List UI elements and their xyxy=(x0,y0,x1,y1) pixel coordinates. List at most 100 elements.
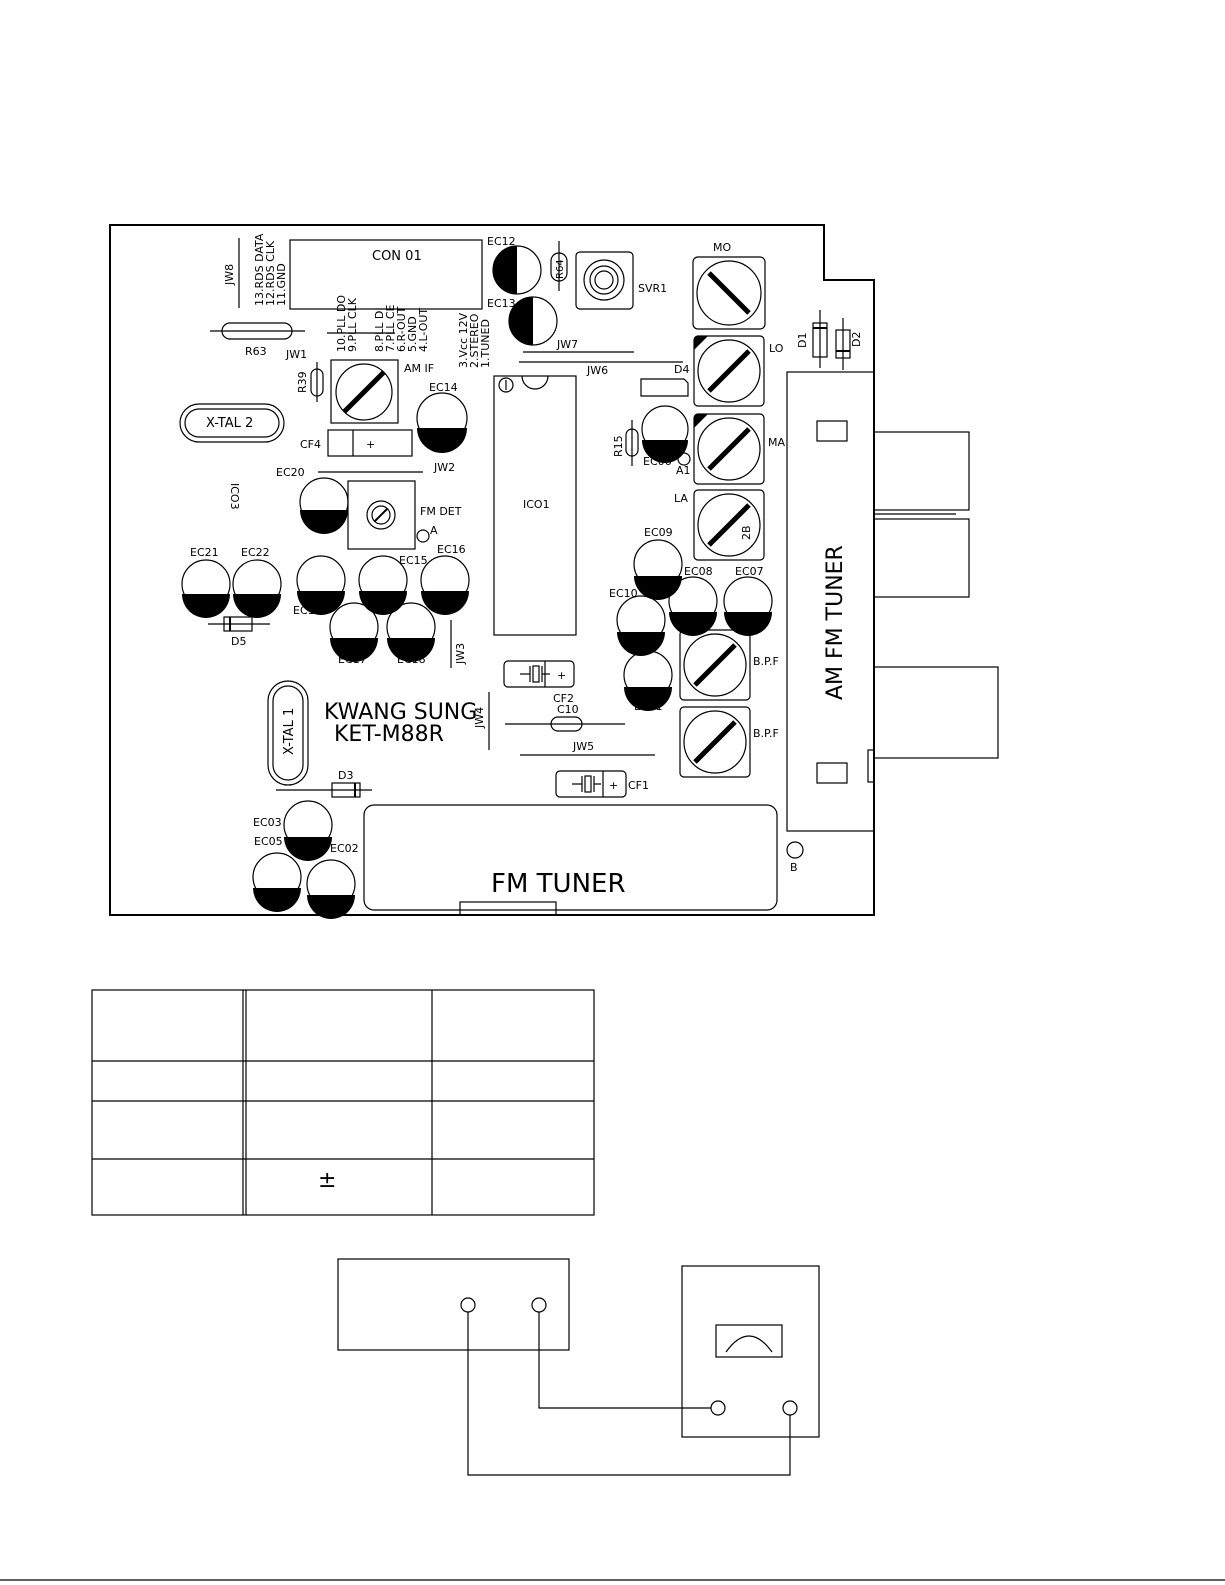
svg-text:+: + xyxy=(366,438,375,451)
cap-ec06: EC06 A1 xyxy=(641,405,691,477)
generator-terminal-2 xyxy=(531,1297,547,1313)
svg-text:EC08: EC08 xyxy=(684,565,713,578)
svg-text:2B: 2B xyxy=(740,525,753,540)
cap-ec19-label: EC19 xyxy=(293,604,322,617)
jw6-label: JW6 xyxy=(586,364,608,377)
svg-text:X-TAL 1: X-TAL 1 xyxy=(282,708,297,755)
svg-text:EC05: EC05 xyxy=(254,835,283,848)
pin-9: 9.PLL CLK xyxy=(346,297,359,352)
jw7-label: JW7 xyxy=(556,338,578,351)
cap-ec08: EC08 xyxy=(668,565,718,636)
meter xyxy=(681,1265,820,1438)
svg-text:R64: R64 xyxy=(555,259,566,279)
svg-text:R39: R39 xyxy=(296,371,309,393)
pin-1: 1.TUNED xyxy=(479,319,492,368)
pin-12: 12.RDS CLK xyxy=(264,240,277,306)
svg-text:B.P.F: B.P.F xyxy=(753,655,779,668)
svg-text:EC03: EC03 xyxy=(253,816,282,829)
jw3-label: JW3 xyxy=(454,643,467,665)
jw8-label: JW8 xyxy=(223,264,236,286)
pin-13: 13.RDS DATA xyxy=(253,233,266,306)
svg-text:D3: D3 xyxy=(338,769,353,782)
coil-ma: MA xyxy=(693,413,785,485)
diode-d5: D5 xyxy=(208,616,270,648)
meter-needle-icon xyxy=(725,1335,773,1353)
trimmer-svr1: SVR1 xyxy=(575,251,667,310)
svg-text:CF2: CF2 xyxy=(553,692,574,705)
svg-text:EC02: EC02 xyxy=(330,842,359,855)
jw2-label: JW2 xyxy=(433,461,455,474)
svg-text:SVR1: SVR1 xyxy=(638,282,667,295)
ico3-label: ICO3 xyxy=(228,483,241,510)
svg-text:FM TUNER: FM TUNER xyxy=(491,869,626,899)
cap-ec19-top xyxy=(296,555,346,615)
jw5-label: JW5 xyxy=(572,740,594,753)
fm-det-coil: FM DET A xyxy=(347,480,462,550)
svg-text:EC07: EC07 xyxy=(735,565,764,578)
svg-text:+: + xyxy=(609,779,618,792)
wire-2 xyxy=(467,1312,791,1476)
svg-text:EC06: EC06 xyxy=(643,455,672,468)
coil-la: 2B LA xyxy=(674,489,765,561)
cap-ec22: EC22 xyxy=(232,546,282,618)
pin-4: 4.L-OUT xyxy=(417,308,430,352)
cap-ec18: EC18 xyxy=(386,602,436,666)
svg-text:EC20: EC20 xyxy=(276,466,305,479)
cap-ec11: EC11 xyxy=(623,650,673,713)
cap-ec05: EC05 xyxy=(252,835,302,912)
pin-3: 3.Vcc 12V xyxy=(457,312,470,368)
cap-ec21: EC21 xyxy=(181,546,231,618)
cap-ec16: EC16 xyxy=(420,543,470,615)
spec-table: ± xyxy=(91,989,595,1216)
jw1-label: JW1 xyxy=(285,348,307,361)
test-point-b: B xyxy=(786,841,804,874)
am-if-coil: AM IF xyxy=(330,359,434,424)
jw4-label: JW4 xyxy=(473,707,486,729)
board-outline xyxy=(109,224,875,916)
coil-bpf-2: B.P.F xyxy=(679,706,779,778)
pin-11: 11.GND xyxy=(275,263,288,306)
fm-tuner-module: FM TUNER xyxy=(363,804,778,916)
pin-6: 6.R-OUT xyxy=(395,306,408,352)
diode-d3: D3 xyxy=(276,769,372,798)
filter-cf1: + CF1 xyxy=(555,770,649,798)
cap-ec20: EC20 xyxy=(276,466,349,534)
svg-text:EC21: EC21 xyxy=(190,546,219,559)
pin-8: 8.PLL DI xyxy=(373,307,386,352)
svg-text:EC16: EC16 xyxy=(437,543,466,556)
svg-text:AM IF: AM IF xyxy=(404,362,434,375)
pin-5: 5.GND xyxy=(406,316,419,352)
svg-text:EC13: EC13 xyxy=(487,297,516,310)
maker-label: KWANG SUNG xyxy=(324,700,477,725)
pin-10: 10.PLL DO xyxy=(335,295,348,352)
svg-text:LA: LA xyxy=(674,492,688,505)
resistor-r39: R39 xyxy=(296,362,324,402)
cap-ec15: EC15 xyxy=(358,554,428,615)
svg-text:CF1: CF1 xyxy=(628,779,649,792)
coil-mo: MO xyxy=(692,241,766,330)
svg-text:FM DET: FM DET xyxy=(420,505,462,518)
generator-terminal-1 xyxy=(460,1297,476,1313)
cap-ec10: EC10 xyxy=(609,587,666,656)
svg-text:ICO1: ICO1 xyxy=(523,498,550,511)
cap-ec12: EC12 xyxy=(487,235,542,295)
diode-d1: D1 xyxy=(796,310,828,368)
cap-ec03: EC03 xyxy=(253,800,333,861)
crystal-xtal1: X-TAL 1 xyxy=(267,680,309,786)
svg-text:D2: D2 xyxy=(850,332,863,347)
svg-text:+: + xyxy=(557,669,566,682)
am-fm-tuner-module: AM FM TUNER xyxy=(786,371,999,832)
resistor-r64: R64 xyxy=(550,241,568,291)
table-plus-minus: ± xyxy=(318,1168,336,1193)
svg-text:D1: D1 xyxy=(796,333,809,348)
signal-generator xyxy=(337,1258,570,1351)
svg-text:B: B xyxy=(790,861,798,874)
crystal-xtal2: X-TAL 2 xyxy=(179,403,285,443)
svg-text:EC18: EC18 xyxy=(397,653,426,666)
svg-text:B.P.F: B.P.F xyxy=(753,727,779,740)
svg-text:EC10: EC10 xyxy=(609,587,638,600)
diode-d2: D2 xyxy=(835,318,863,370)
pin-7: 7.PLL CE xyxy=(384,304,397,352)
svg-text:A1: A1 xyxy=(676,464,691,477)
